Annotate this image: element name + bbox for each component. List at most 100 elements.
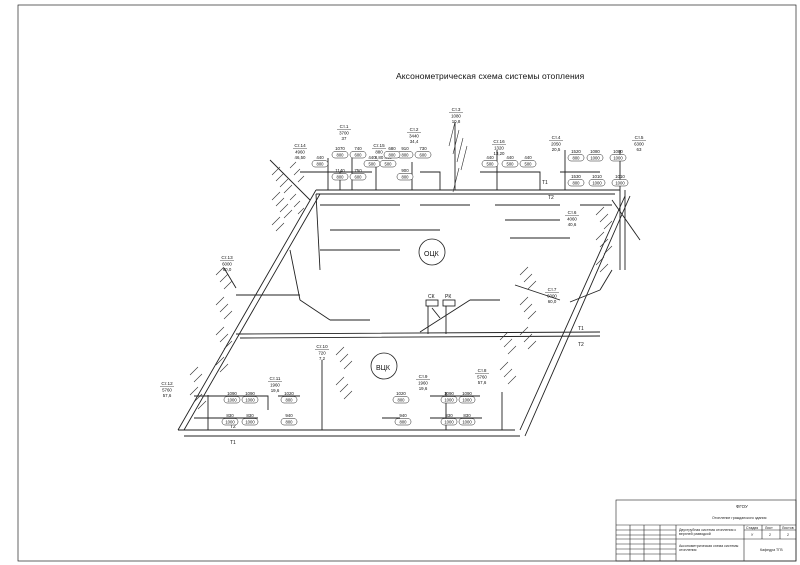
stamp-sheets-label: Листов [782, 526, 794, 530]
radiator-length: 500 [369, 162, 377, 167]
riser-name: Ст.9 [419, 374, 428, 379]
radiator-u19: 1010 1000 [588, 174, 606, 187]
radiator-heat: 680 [388, 146, 396, 151]
radiator-heat: 730 [419, 146, 427, 151]
radiator-length: 800 [573, 181, 581, 186]
radiator-length: 1000 [444, 398, 454, 403]
riser-name: Ст.4 [552, 135, 561, 140]
riser-flow: 40,6 [568, 222, 577, 227]
radiator-heat: 1010 [615, 174, 625, 179]
riser-flow: 34,4 [410, 139, 419, 144]
radiator-l9: 1090 1000 [440, 391, 458, 404]
radiator-length: 1000 [462, 420, 472, 425]
radiator-heat: 1020 [396, 391, 406, 396]
radiator-length: 1000 [592, 181, 602, 186]
radiator-length: 500 [385, 162, 393, 167]
shaft-rk-label: РК [445, 294, 451, 300]
riser-flow: 60,0 [223, 267, 232, 272]
radiator-box [588, 179, 606, 187]
riser-flow: 57,6 [478, 380, 487, 385]
radiator-heat: 1140 [335, 168, 345, 173]
main-supply-label: Т1 [542, 180, 548, 186]
stamp-org: ФГОУ [736, 504, 748, 509]
radiator-heat: 440 [524, 155, 532, 160]
radiator-box [501, 160, 519, 168]
riser-load: 1960 [418, 381, 428, 386]
radiator-heat: 1080 [613, 149, 623, 154]
radiator-box [280, 418, 298, 426]
radiator-length: 500 [507, 162, 515, 167]
radiator-heat: 750 [354, 168, 362, 173]
radiator-tags: 4408001070800740600114080075060044050044… [221, 146, 629, 426]
riser-flow: 60,0 [548, 299, 557, 304]
radiator-box [223, 396, 241, 404]
riser-name: Ст.7 [548, 287, 557, 292]
radiator-heat: 1010 [592, 174, 602, 179]
radiator-length: 1000 [245, 398, 255, 403]
radiator-box [241, 418, 259, 426]
radiator-heat: 440 [506, 155, 514, 160]
radiator-box [392, 396, 410, 404]
riser-load: 880 [375, 150, 383, 155]
radiator-box [609, 154, 627, 162]
shaft-sk [425, 299, 439, 307]
shaft-sk-label: СК [428, 294, 435, 300]
riser-name: Ст.12 [161, 381, 173, 386]
radiator-box [349, 173, 367, 181]
radiator-heat: 740 [354, 146, 362, 151]
radiator-heat: 440 [368, 155, 376, 160]
radiator-length: 800 [389, 153, 397, 158]
riser-load: 2050 [551, 142, 561, 147]
zone-lower-marker [370, 352, 398, 380]
radiator-length: 1000 [227, 398, 237, 403]
radiator-box [331, 151, 349, 159]
radiator-length: 800 [400, 420, 408, 425]
radiator-length: 600 [420, 153, 428, 158]
riser-flow: 57,6 [163, 393, 172, 398]
radiator-box [383, 151, 401, 159]
radiator-heat: 1090 [444, 391, 454, 396]
radiator-box [221, 418, 239, 426]
radiator-box [567, 154, 585, 162]
radiator-box [458, 418, 476, 426]
zone-lower-label: ВЦК [376, 365, 391, 372]
riser-load: 4960 [295, 150, 305, 155]
radiator-box [481, 160, 499, 168]
stamp-sheet: 2 [769, 533, 771, 537]
radiator-box [458, 396, 476, 404]
riser-load: 1320 [494, 146, 504, 151]
riser-flow: 19,6 [419, 386, 428, 391]
radiator-box [394, 418, 412, 426]
radiator-length: 500 [487, 162, 495, 167]
stamp-sheet-name: Аксонометрическая схема системы отоплени… [679, 544, 739, 552]
riser-load: 6000 [547, 294, 557, 299]
riser-flow: 7,2 [319, 356, 326, 361]
radiator-box [567, 179, 585, 187]
radiator-heat: 1070 [335, 146, 345, 151]
radiator-box [519, 160, 537, 168]
radiator-length: 1000 [444, 420, 454, 425]
